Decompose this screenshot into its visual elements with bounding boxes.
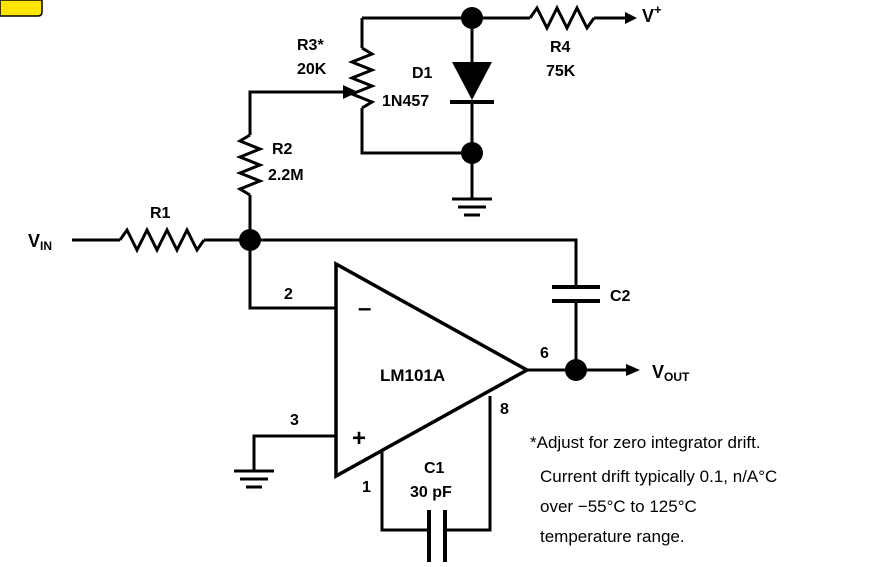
r2-value: 2.2M <box>268 167 304 184</box>
d1-diode <box>452 62 492 100</box>
r3-bottom-lead <box>360 108 472 155</box>
note-line-1: *Adjust for zero integrator drift. <box>530 433 761 452</box>
vin-label: VIN <box>28 231 52 253</box>
note-line-2: Current drift typically 0.1, n/A°C <box>540 467 777 486</box>
junction-dot-diode-low <box>461 142 483 164</box>
vplus-arrow <box>625 12 637 24</box>
pin2-label: 2 <box>284 286 293 303</box>
junction-dot-output <box>565 359 587 381</box>
r3-potentiometer <box>347 46 377 110</box>
opamp-label: LM101A <box>380 366 445 385</box>
opamp-minus-sign: – <box>358 295 371 322</box>
r3-wiper-arrow <box>343 85 358 99</box>
opamp-plus-sign: + <box>352 425 366 452</box>
r3-label: R3* <box>297 37 324 54</box>
note-line-3: over −55°C to 125°C <box>540 497 697 516</box>
c2-label: C2 <box>610 288 631 305</box>
pin3-label: 3 <box>290 412 299 429</box>
corner-tag <box>0 0 43 17</box>
inverting-input-wire <box>248 240 336 310</box>
noninverting-input-wire <box>252 434 336 470</box>
r1-resistor <box>118 226 206 254</box>
pin6-label: 6 <box>540 345 549 362</box>
feedback-top-wire <box>250 238 578 285</box>
pin8-wire <box>446 396 492 532</box>
r3-value: 20K <box>297 61 327 78</box>
opamp-lm101a <box>334 261 531 479</box>
vout-arrow <box>626 364 640 376</box>
r4-label: R4 <box>550 39 571 56</box>
vout-label: VOUT <box>652 362 690 384</box>
pin8-label: 8 <box>500 401 509 418</box>
note-line-4: temperature range. <box>540 527 685 546</box>
r1-label: R1 <box>150 205 171 222</box>
r4-resistor <box>528 4 596 32</box>
r2-label: R2 <box>272 141 293 158</box>
r3-wiper-wire <box>248 90 345 135</box>
r2-resistor <box>235 133 265 197</box>
r4-value: 75K <box>546 63 576 80</box>
vplus-label: V+ <box>642 2 662 26</box>
pin1-label: 1 <box>362 479 371 496</box>
d1-label: D1 <box>412 65 433 82</box>
junction-dot-vplus <box>461 7 483 29</box>
d1-part: 1N457 <box>382 93 429 110</box>
pin1-wire <box>380 452 428 532</box>
c1-value: 30 pF <box>410 484 452 501</box>
c1-label: C1 <box>424 460 445 477</box>
